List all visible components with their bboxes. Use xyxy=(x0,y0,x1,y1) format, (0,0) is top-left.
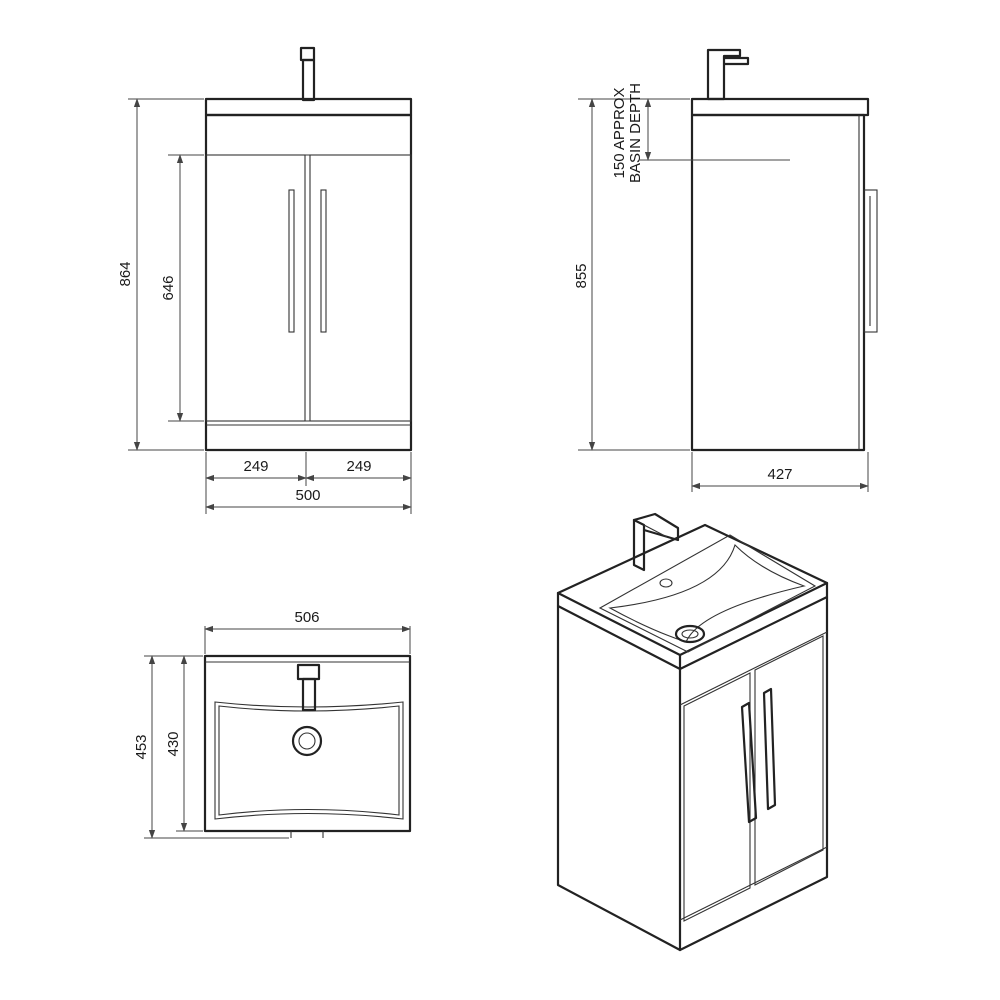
top-outline xyxy=(203,654,412,833)
side-view: 855 150 APPROX BASIN DEPTH 427 xyxy=(573,48,878,492)
top-tap xyxy=(296,663,321,712)
top-drain xyxy=(291,725,323,757)
side-tap xyxy=(706,48,750,101)
top-basin xyxy=(214,701,404,820)
top-depth-label: 453 xyxy=(133,734,150,759)
side-handle xyxy=(863,189,878,333)
front-right-door xyxy=(309,154,412,422)
iso-worktop xyxy=(556,523,829,671)
isometric-view xyxy=(556,512,829,952)
front-left-width-label: 249 xyxy=(243,458,268,475)
top-basin-depth-label: 430 xyxy=(165,731,182,756)
front-view: 864 646 249 249 500 xyxy=(117,46,413,514)
front-width-label: 500 xyxy=(295,487,320,504)
front-left-handle xyxy=(288,189,295,333)
iso-drain xyxy=(674,624,706,644)
side-cabinet xyxy=(690,113,866,452)
iso-handles xyxy=(740,687,777,824)
front-left-door xyxy=(205,154,306,422)
basin-depth-label-line1: 150 APPROX xyxy=(611,88,628,179)
iso-overflow xyxy=(659,578,673,588)
top-view: 506 453 430 xyxy=(133,609,412,839)
iso-tap xyxy=(632,512,680,572)
front-worktop xyxy=(204,97,413,117)
front-cabinet xyxy=(204,113,413,452)
top-width-label: 506 xyxy=(294,609,319,626)
iso-basin xyxy=(598,534,817,653)
basin-depth-label-line2: BASIN DEPTH xyxy=(627,83,644,183)
front-height-label: 864 xyxy=(117,261,134,286)
front-right-width-label: 249 xyxy=(346,458,371,475)
iso-cabinet xyxy=(556,595,829,952)
side-height-label: 855 xyxy=(573,263,590,288)
side-depth-label: 427 xyxy=(767,466,792,483)
front-tap xyxy=(299,46,316,102)
side-worktop xyxy=(690,97,870,117)
front-door-height-label: 646 xyxy=(160,275,177,300)
front-right-handle xyxy=(320,189,327,333)
